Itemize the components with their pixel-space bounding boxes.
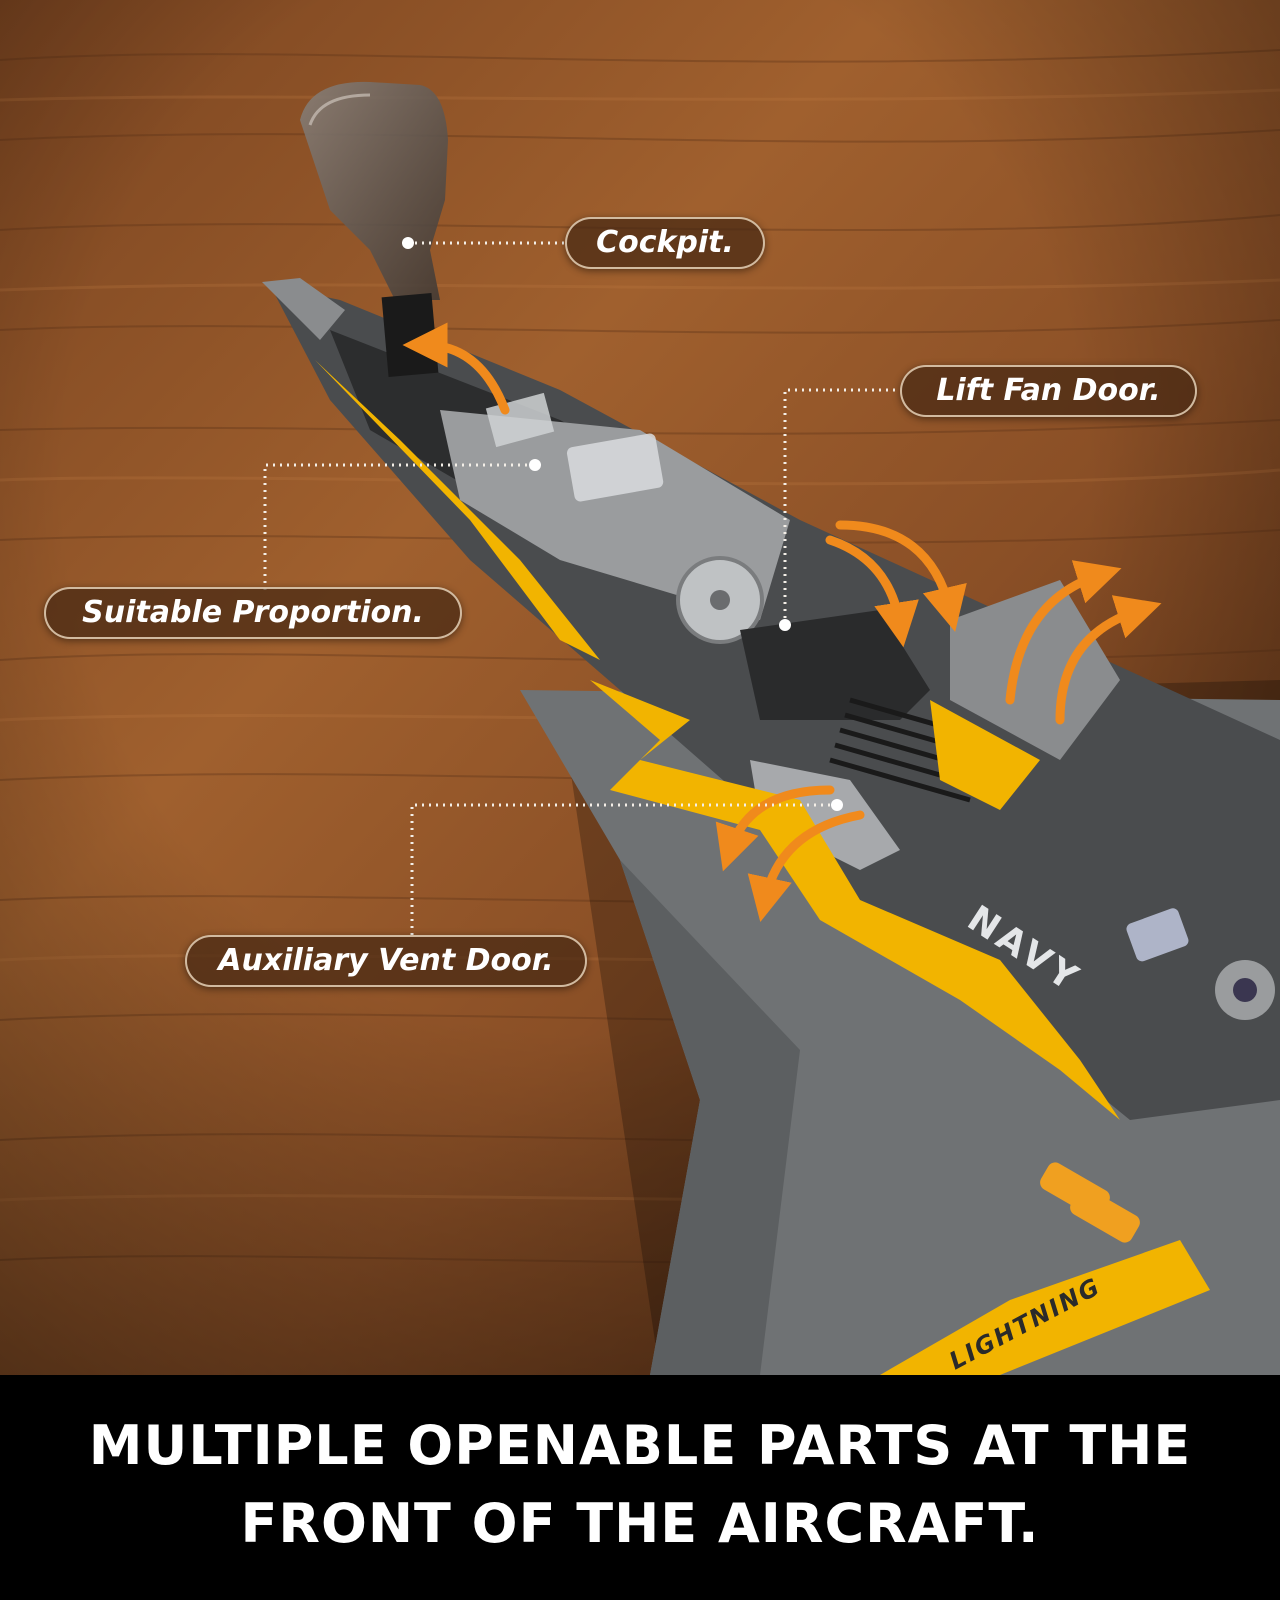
yellow-tail-band <box>880 1240 1210 1375</box>
lift-fan-arrow-1 <box>825 535 919 648</box>
callout-suitable-proportion: Suitable Proportion. <box>44 587 462 639</box>
vent-leader <box>410 803 837 935</box>
callout-cockpit: Cockpit. <box>565 217 765 269</box>
shield-emblem <box>1126 908 1189 962</box>
motion-arrows <box>402 322 1162 922</box>
aux-door-arrow-1 <box>1005 560 1122 705</box>
vent-arrow-2 <box>747 810 865 922</box>
yellow-lightning-stripe <box>590 680 1120 1120</box>
lift-fan-leader <box>783 388 900 625</box>
leader-lines <box>263 241 900 935</box>
product-photo: NAVY LIGHTNING <box>0 0 1280 1375</box>
caption-line-1: MULTIPLE OPENABLE PARTS AT THE <box>88 1414 1192 1477</box>
aux-door-arrow-2 <box>1055 595 1162 725</box>
callout-lift-fan-door: Lift Fan Door. <box>900 365 1197 417</box>
caption-banner: MULTIPLE OPENABLE PARTS AT THE FRONT OF … <box>0 1375 1280 1600</box>
caption-line-2: FRONT OF THE AIRCRAFT. <box>240 1492 1040 1555</box>
callout-auxiliary-vent-door: Auxiliary Vent Door. <box>185 935 587 987</box>
yellow-stripe-nose <box>315 360 600 660</box>
nose-cone <box>262 278 345 340</box>
leader-dots <box>402 237 843 811</box>
auxiliary-vent-door-piece <box>950 580 1120 760</box>
canopy-arrow <box>402 322 510 415</box>
lift-fan-arrow-2 <box>835 520 967 632</box>
